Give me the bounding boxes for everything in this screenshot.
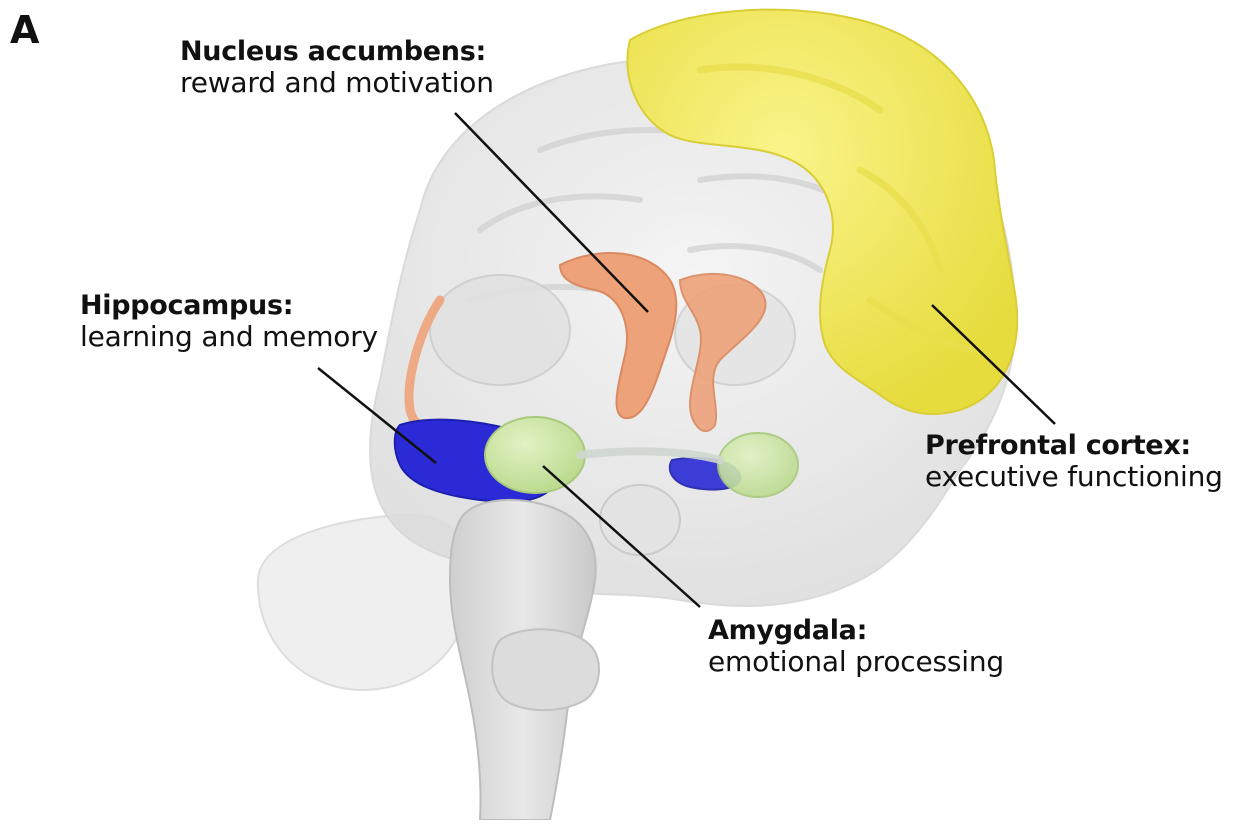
panel-letter: A bbox=[10, 8, 39, 52]
hippocampus-name: Hippocampus: bbox=[80, 290, 378, 321]
nucleus-accumbens-label: Nucleus accumbens: reward and motivation bbox=[180, 36, 494, 99]
hippocampus-function: learning and memory bbox=[80, 321, 378, 353]
prefrontal-cortex-name: Prefrontal cortex: bbox=[925, 430, 1223, 461]
pons-shape bbox=[492, 629, 599, 710]
nucleus-accumbens-function: reward and motivation bbox=[180, 67, 494, 99]
thalamus-region bbox=[430, 275, 570, 385]
prefrontal-cortex-function: executive functioning bbox=[925, 461, 1223, 493]
prefrontal-cortex-label: Prefrontal cortex: executive functioning bbox=[925, 430, 1223, 493]
hippocampus-label: Hippocampus: learning and memory bbox=[80, 290, 378, 353]
amygdala-name: Amygdala: bbox=[708, 615, 1004, 646]
midbrain-shape bbox=[600, 485, 680, 555]
amygdala-shape bbox=[485, 417, 585, 493]
amygdala-right bbox=[718, 433, 798, 497]
amygdala-function: emotional processing bbox=[708, 646, 1004, 678]
nucleus-accumbens-name: Nucleus accumbens: bbox=[180, 36, 494, 67]
amygdala-label: Amygdala: emotional processing bbox=[708, 615, 1004, 678]
